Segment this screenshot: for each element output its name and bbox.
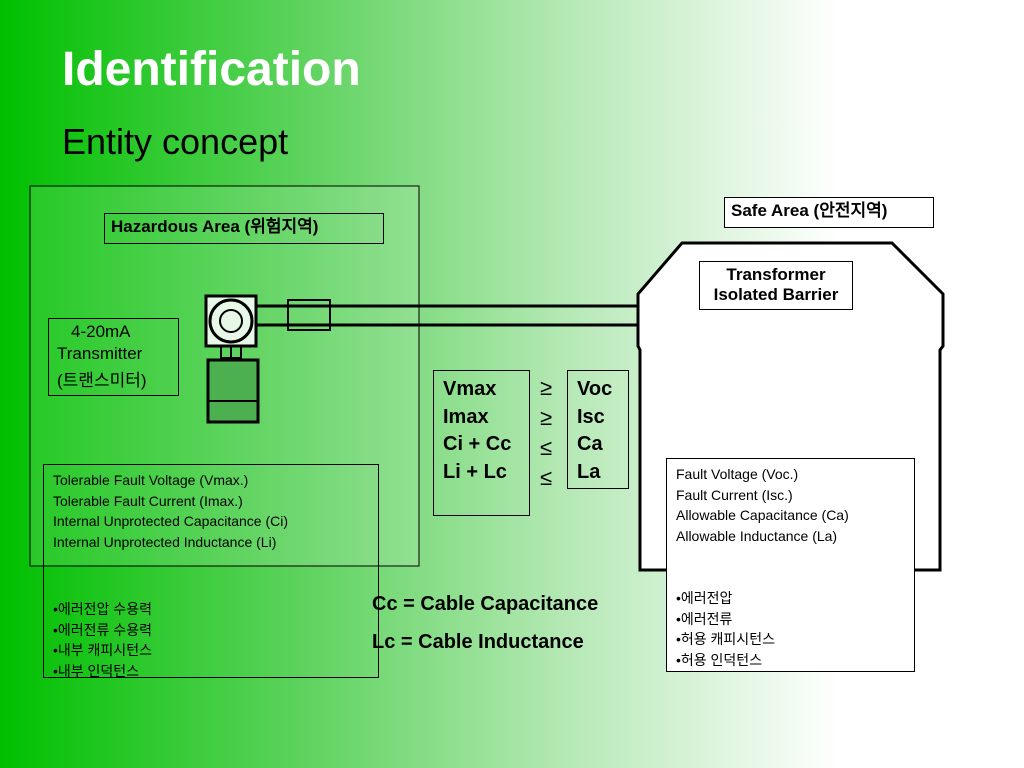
comparison-operator: ≤	[539, 465, 553, 490]
barrier-value: Ca	[577, 433, 603, 455]
hazardous-area-label: Hazardous Area (위험지역)	[104, 213, 384, 244]
field-device-value: Imax	[443, 405, 489, 428]
safe-param: Fault Voltage (Voc.)	[676, 466, 799, 482]
barrier-values-box: Voc Isc Ca La	[567, 370, 629, 489]
field-device-value: Li + Lc	[443, 460, 507, 483]
hazardous-param-ko: •내부 캐피시턴스	[53, 642, 152, 658]
slide-subtitle: Entity concept	[62, 121, 289, 162]
safe-param-ko: •에러전류	[676, 610, 733, 627]
barrier-value: Isc	[577, 405, 605, 428]
barrier-value: La	[577, 460, 601, 483]
field-device-value: Ci + Cc	[443, 433, 512, 455]
cable-gland	[287, 299, 331, 331]
safe-params-box: Fault Voltage (Voc.) Fault Current (Isc.…	[666, 458, 915, 672]
hazardous-param: Tolerable Fault Current (Imax.)	[53, 492, 243, 509]
slide-title: Identification	[62, 43, 361, 96]
field-device-values-box: Vmax Imax Ci + Cc Li + Lc	[433, 370, 530, 516]
transmitter-label-line: Transmitter	[57, 344, 143, 363]
cable	[255, 304, 640, 327]
hazardous-param: Tolerable Fault Voltage (Vmax.)	[53, 472, 249, 488]
hazardous-param-ko: •내부 인덕턴스	[53, 662, 140, 679]
transmitter-label-line: 4-20mA	[71, 322, 131, 341]
transmitter-label-line: (트랜스미터)	[57, 371, 147, 390]
hazardous-param-ko: •에러전류 수용력	[53, 621, 152, 638]
hazardous-area-label-text: Hazardous Area (위험지역)	[111, 217, 319, 236]
hazardous-params-box: Tolerable Fault Voltage (Vmax.) Tolerabl…	[43, 464, 379, 679]
barrier-value: Voc	[577, 378, 613, 400]
comparison-operator: ≥	[539, 375, 553, 400]
hazardous-param: Internal Unprotected Inductance (Li)	[53, 533, 277, 550]
comparison-operators: ≥ ≥ ≤ ≤	[533, 373, 559, 493]
cable-inductance-note: Lc = Cable Inductance	[372, 631, 584, 653]
safe-param: Allowable Capacitance (Ca)	[676, 507, 849, 523]
safe-param-ko: •허용 캐피시턴스	[676, 631, 775, 647]
safe-param-ko: •에러전압	[676, 590, 733, 606]
cable-capacitance-note: Cc = Cable Capacitance	[372, 593, 599, 615]
barrier-label-line: Transformer	[726, 265, 826, 284]
hazardous-param-ko: •에러전압 수용력	[53, 601, 152, 617]
barrier-label-line: Isolated Barrier	[713, 285, 839, 304]
safe-area-label-text: Safe Area (안전지역)	[731, 201, 888, 220]
safe-area-label: Safe Area (안전지역)	[724, 197, 934, 228]
safe-param: Allowable Inductance (La)	[676, 527, 838, 544]
comparison-operator: ≥	[539, 405, 553, 430]
safe-param: Fault Current (Isc.)	[676, 486, 793, 503]
barrier-label: Transformer Isolated Barrier	[699, 261, 853, 310]
hazardous-param: Internal Unprotected Capacitance (Ci)	[53, 513, 289, 529]
safe-param-ko: •허용 인덕턴스	[676, 651, 763, 668]
comparison-operator: ≤	[539, 435, 553, 460]
transmitter-label: 4-20mA Transmitter (트랜스미터)	[48, 318, 179, 396]
field-device-value: Vmax	[443, 378, 497, 400]
transmitter-device	[204, 294, 260, 424]
